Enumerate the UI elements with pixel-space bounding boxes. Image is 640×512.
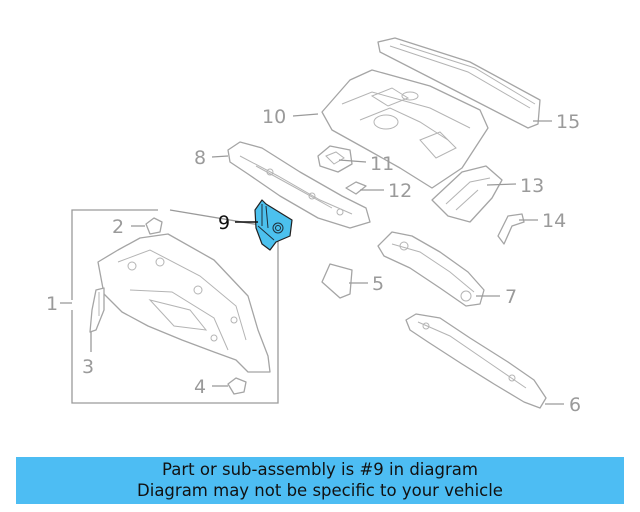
callout-9: 9 bbox=[218, 212, 230, 234]
part-10 bbox=[321, 69, 489, 189]
callout-3: 3 bbox=[82, 356, 94, 378]
callout-2: 2 bbox=[112, 216, 124, 238]
callout-7: 7 bbox=[505, 286, 517, 308]
callout-12: 12 bbox=[388, 180, 412, 202]
part-12 bbox=[345, 181, 367, 195]
callout-13: 13 bbox=[520, 175, 544, 197]
part-11 bbox=[317, 145, 353, 173]
part-1 bbox=[97, 233, 271, 373]
parts-diagram: 10 15 8 11 12 13 14 9 2 5 7 1 3 4 6 bbox=[46, 37, 581, 416]
callout-5: 5 bbox=[372, 273, 384, 295]
callout-6: 6 bbox=[569, 394, 581, 416]
part-8 bbox=[227, 141, 371, 229]
leader-lines bbox=[60, 113, 564, 405]
part-6 bbox=[405, 313, 547, 409]
callout-14: 14 bbox=[542, 210, 566, 232]
info-banner: Part or sub-assembly is #9 in diagram Di… bbox=[16, 457, 624, 504]
part-15 bbox=[377, 37, 541, 129]
part-7 bbox=[377, 231, 485, 307]
callout-11: 11 bbox=[370, 153, 394, 175]
callout-4: 4 bbox=[194, 376, 206, 398]
part-3 bbox=[89, 287, 105, 333]
part-13 bbox=[431, 165, 503, 223]
part-2 bbox=[145, 217, 163, 235]
part-9-highlighted bbox=[254, 199, 293, 251]
callout-8: 8 bbox=[194, 147, 206, 169]
banner-line-2: Diagram may not be specific to your vehi… bbox=[137, 481, 503, 500]
part-5 bbox=[321, 263, 353, 299]
banner-line-1: Part or sub-assembly is #9 in diagram bbox=[162, 460, 478, 479]
callout-15: 15 bbox=[556, 111, 580, 133]
callout-10: 10 bbox=[262, 106, 286, 128]
part-14 bbox=[497, 213, 525, 245]
part-4 bbox=[227, 377, 247, 395]
callout-1: 1 bbox=[46, 293, 58, 315]
